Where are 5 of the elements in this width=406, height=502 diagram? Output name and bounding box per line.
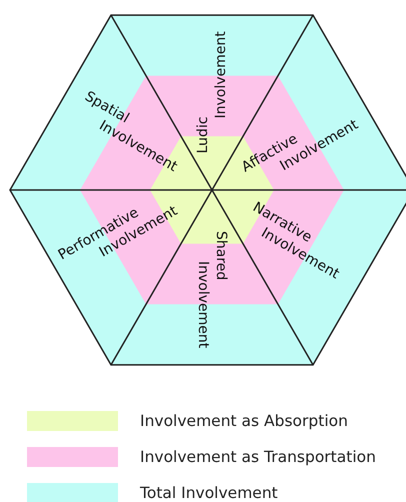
sector-label: Shared Involvement <box>194 231 230 350</box>
legend-label: Involvement as Absorption <box>140 412 348 430</box>
legend-label: Total Involvement <box>140 484 278 502</box>
legend-label: Involvement as Transportation <box>140 448 376 466</box>
sector-label: Ludic Involvement <box>194 30 230 154</box>
